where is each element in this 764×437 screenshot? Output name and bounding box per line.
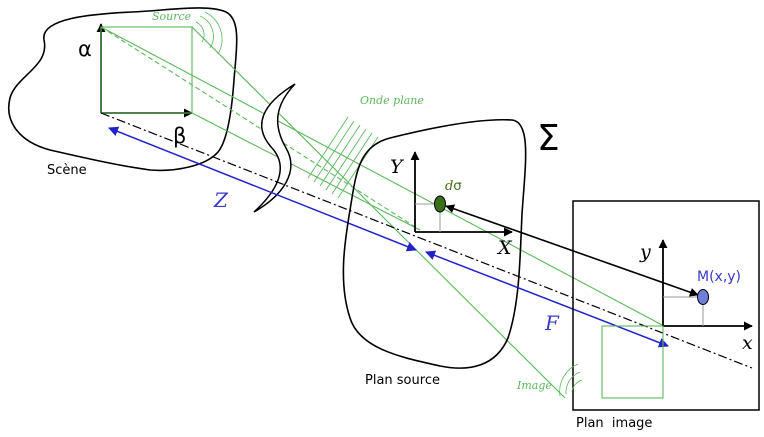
source-square: [100, 26, 193, 114]
plan-source-label: Plan source: [365, 373, 440, 388]
green-ray-2: [100, 26, 421, 231]
green-ray-1: [191, 26, 566, 399]
image-label: Image: [516, 379, 552, 392]
dsigma-sigma: σ: [453, 179, 461, 194]
point-m: [697, 289, 709, 305]
plane-wave-lines: [307, 116, 379, 199]
point-m-label: M(x,y): [697, 269, 741, 285]
dsigma-element: [434, 195, 446, 213]
dsigma-d: d: [445, 179, 453, 194]
dsigma-to-m-arrow: [445, 204, 699, 297]
plan-image-rect: [572, 200, 760, 411]
scene-label: Scène: [47, 163, 87, 178]
source-label: Source: [152, 10, 192, 23]
image-square: [601, 325, 664, 399]
green-ray-3: [100, 26, 665, 327]
dsigma-label: dσ: [445, 179, 462, 194]
scene-outline: [8, 7, 238, 172]
plan-image-label: Plan image: [576, 416, 652, 431]
image-y-label: y: [639, 241, 651, 263]
source-wave-arcs: [195, 11, 223, 55]
optical-axis: [100, 112, 753, 369]
sigma-label: Σ: [537, 118, 560, 159]
z-distance-arrow: [108, 126, 417, 252]
source-y-label: Y: [390, 156, 405, 178]
plan-source-outline: [342, 118, 527, 369]
image-wave-arcs: [559, 363, 583, 397]
source-x-label: X: [496, 237, 513, 259]
alpha-label: α: [78, 37, 92, 61]
image-x-label: x: [742, 332, 753, 354]
f-label: F: [544, 311, 560, 335]
f-distance-arrow: [425, 250, 669, 348]
beta-label: β: [173, 124, 186, 148]
onde-plane-label: Onde plane: [360, 94, 424, 107]
green-ray-4: [191, 112, 421, 231]
z-label: Z: [213, 188, 229, 212]
